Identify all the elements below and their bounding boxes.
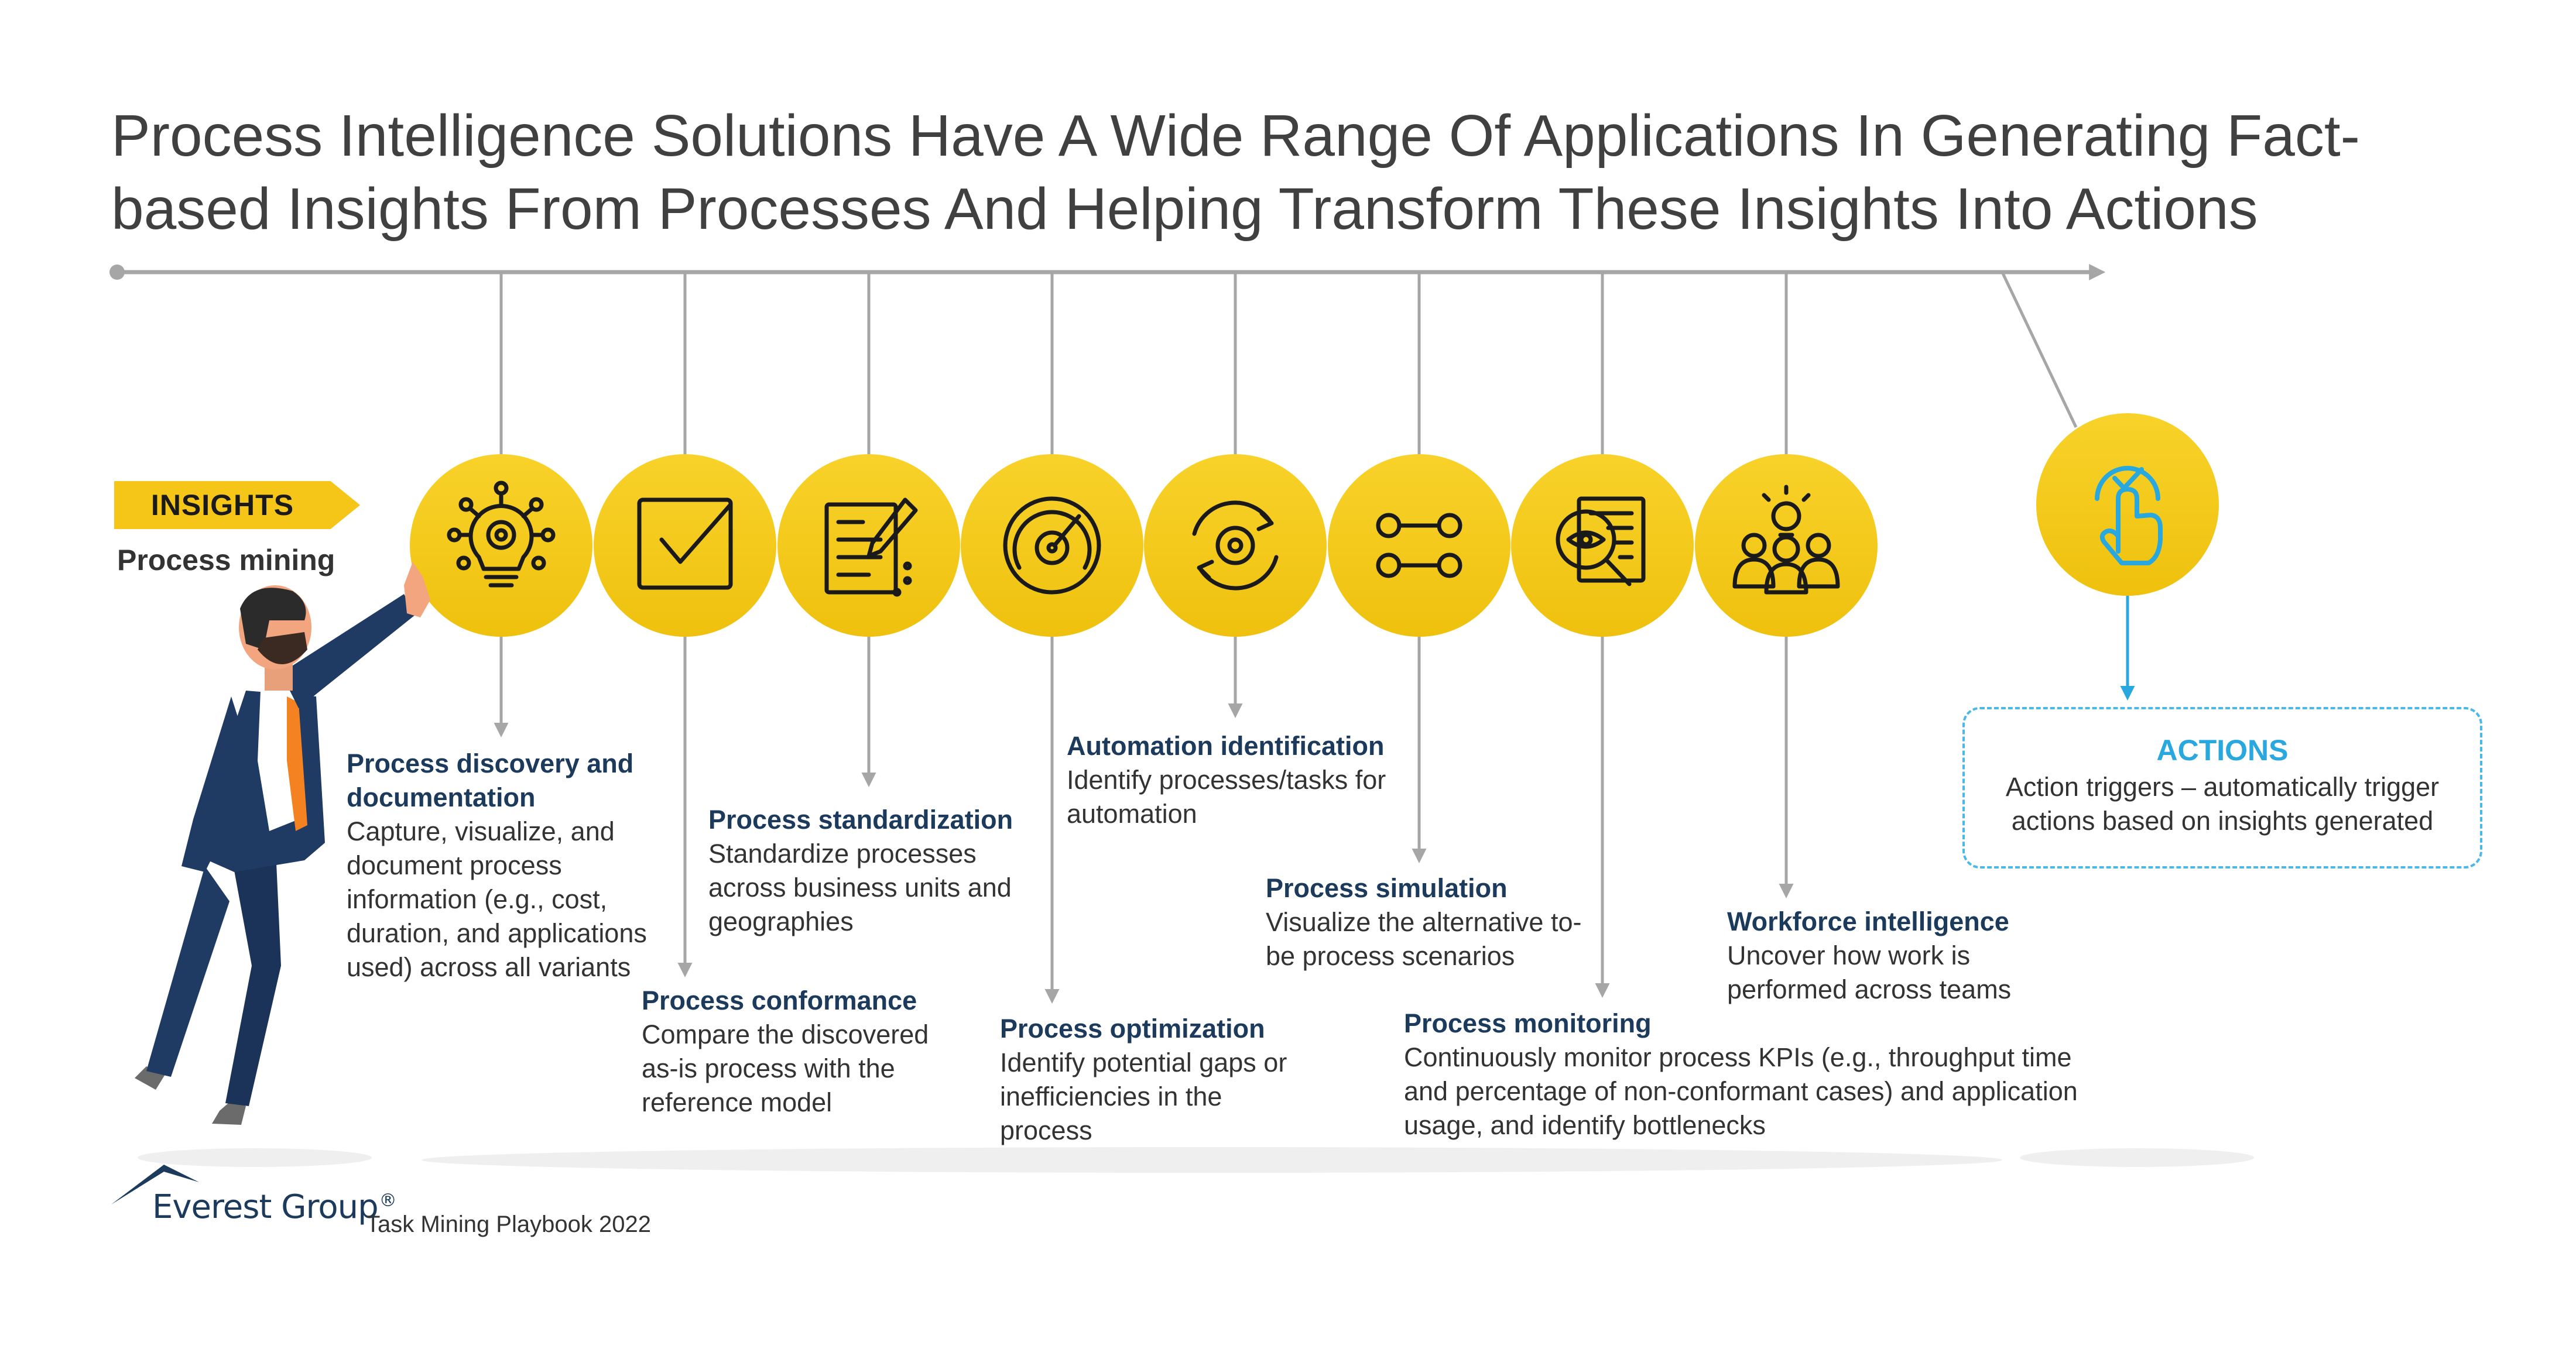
application-description: Process standardization Standardize proc… [708,803,1048,939]
document-pen-icon [824,497,918,597]
application-circle [410,454,592,637]
actions-connector [2000,271,2078,428]
application-text: Compare the discovered as-is process wit… [642,1020,929,1117]
application-circle [1328,454,1510,637]
actions-title: ACTIONS [2156,734,2289,767]
actions-box: ACTIONS Action triggers – automatically … [1962,707,2482,869]
application-description: Process simulation Visualize the alterna… [1266,871,1605,973]
application-title: Process optimization [1000,1014,1265,1043]
team-idea-icon [1732,485,1840,595]
floor-shadow [138,1148,372,1167]
insights-tag: INSIGHTS [114,481,360,529]
application-description: Workforce intelligence Uncover how work … [1727,905,2055,1007]
application-circle [777,454,960,637]
application-description: Process conformance Compare the discover… [642,984,970,1120]
application-title: Process monitoring [1404,1008,1652,1038]
businessman-illustration [135,562,430,1125]
everest-group-logo: Everest Group® [111,1165,397,1226]
flow-nodes-icon [1376,513,1462,578]
brand-name: Everest Group [152,1188,379,1226]
application-text: Continuously monitor process KPIs (e.g.,… [1404,1042,2078,1140]
page-title: Process Intelligence Solutions Have A Wi… [111,103,2360,242]
lightbulb-network-icon [447,480,556,588]
application-text: Capture, visualize, and document process… [347,816,647,982]
registered-mark: ® [379,1190,397,1211]
magnifier-eye-icon [1556,496,1646,586]
application-description: Process optimization Identify potential … [1000,1012,1316,1148]
application-circle [1144,454,1327,637]
footer-text: Task Mining Playbook 2022 [366,1211,651,1237]
gauge-icon [1003,496,1101,595]
application-text: Standardize processes across business un… [708,839,1012,936]
checkbox-icon [637,497,733,590]
application-title: Process discovery and documentation [347,749,634,812]
floor-shadow [422,1147,2002,1173]
application-circle [1511,454,1694,637]
application-title: Process simulation [1266,873,1508,903]
application-text: Identify processes/tasks for automation [1067,765,1386,829]
application-circle [1695,454,1878,637]
application-title: Automation identification [1067,731,1385,761]
gear-cycle-icon [1192,500,1279,591]
actions-circle [2036,413,2219,596]
application-description: Process discovery and documentation Capt… [347,747,651,984]
application-circle [594,454,776,637]
timeline-start-dot [109,265,125,280]
insights-subtitle: Process mining [117,544,335,576]
application-title: Workforce intelligence [1727,907,2009,936]
application-text: Identify potential gaps or inefficiencie… [1000,1048,1287,1145]
application-description: Automation identification Identify proce… [1067,729,1430,831]
application-description: Process monitoring Continuously monitor … [1404,1007,2083,1142]
application-text: Uncover how work is performed across tea… [1727,940,2012,1004]
touch-check-icon [2095,466,2163,565]
floor-shadow [2020,1148,2254,1167]
mountain-logo-icon [111,1165,199,1204]
application-title: Process standardization [708,805,1013,835]
application-text: Visualize the alternative to-be process … [1266,907,1582,971]
actions-description: Action triggers – automatically trigger … [2005,772,2440,836]
application-title: Process conformance [642,986,917,1015]
